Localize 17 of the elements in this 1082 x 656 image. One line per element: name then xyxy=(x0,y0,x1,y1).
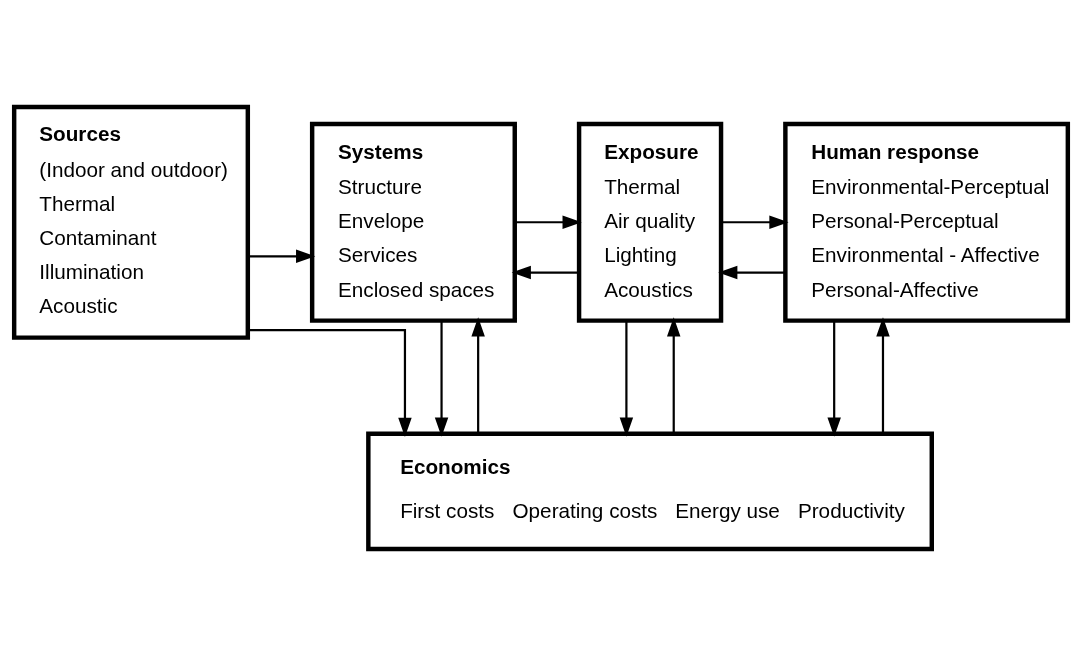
arrow xyxy=(619,320,634,437)
arrow xyxy=(471,317,485,434)
arrow xyxy=(511,265,580,280)
node-box: Sources (Indoor and outdoor) Thermal Contaminant Illumination Acoustic xyxy=(11,104,251,340)
arrow xyxy=(515,215,582,229)
node-box: Exposure Thermal Air quality Lighting Acoustics xyxy=(576,121,724,323)
arrow xyxy=(434,320,449,437)
arrow xyxy=(721,215,789,229)
arrow xyxy=(718,265,786,280)
arrow xyxy=(247,329,412,438)
node-box: Economics First costs Operating costs Energy use Productivity xyxy=(366,431,934,552)
arrow xyxy=(247,249,316,263)
node-box: Human response Environmental-Perceptual Personal-Perceptual Environmental - Affective Personal-Affective xyxy=(783,121,1071,323)
arrow xyxy=(667,317,681,434)
arrow xyxy=(827,320,841,437)
node-box: Systems Structure Envelope Services Enclosed spaces xyxy=(309,121,517,323)
arrow xyxy=(876,317,890,434)
